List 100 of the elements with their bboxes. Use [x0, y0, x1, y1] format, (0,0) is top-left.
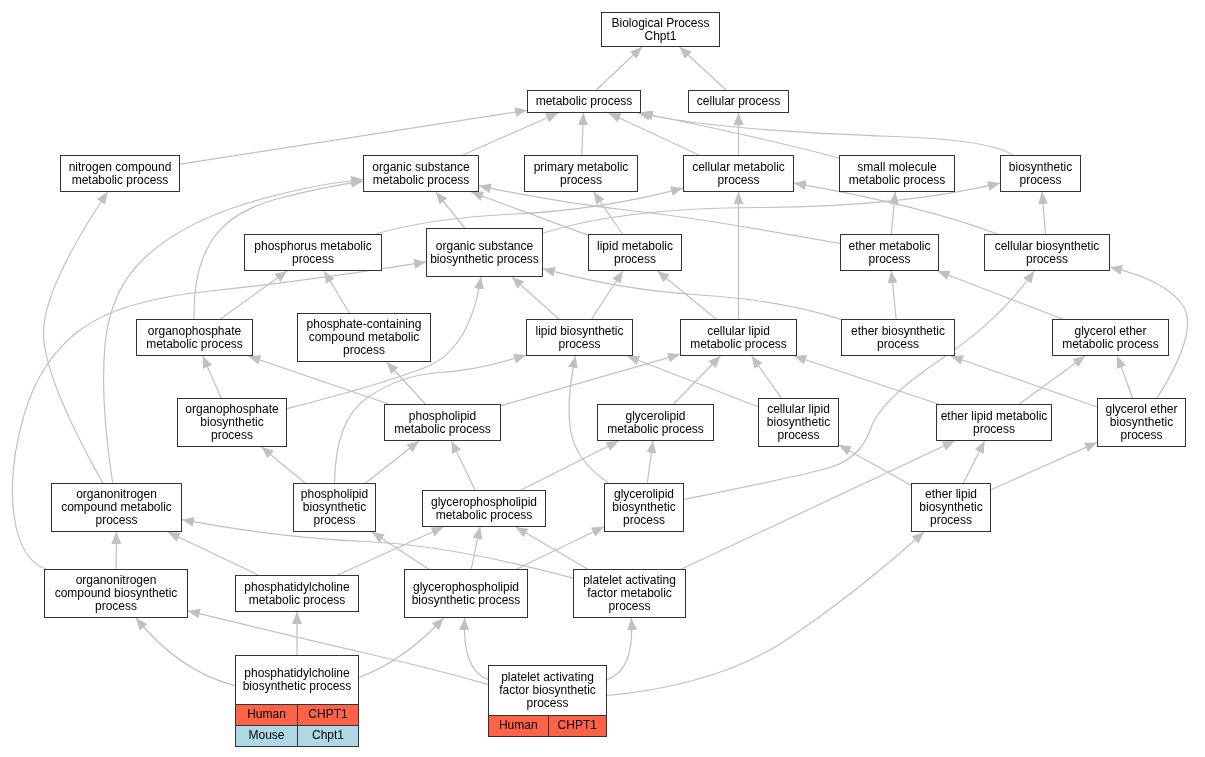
process-box: [235, 655, 359, 747]
arrow: [103, 175, 364, 484]
process-box: [601, 12, 720, 47]
process-box: [136, 319, 253, 356]
arrow: [1109, 265, 1189, 399]
process-box: [524, 155, 638, 192]
node-label: Chpt1: [644, 29, 677, 43]
arrow: [515, 526, 589, 570]
node-label: ether biosynthetic process: [849, 324, 947, 351]
process-box: [293, 483, 376, 532]
arrow: [568, 355, 609, 484]
arrow: [838, 444, 912, 486]
gene-cell: CHPT1: [297, 704, 358, 725]
arrow: [733, 112, 744, 156]
process-box: [1052, 319, 1169, 356]
arrow: [286, 276, 484, 410]
arrow: [470, 526, 483, 570]
process-box: [680, 319, 797, 356]
process-box: [840, 234, 939, 271]
node-label: biosynthetic process: [1007, 160, 1074, 187]
gene-cell: Chpt1: [297, 725, 358, 746]
node-label: phosphatidylcholine biosynthetic process: [241, 667, 353, 693]
arrow: [542, 180, 1001, 234]
arrow: [683, 270, 1035, 500]
arrow: [334, 353, 527, 484]
process-box: [758, 398, 839, 447]
node-label: ether lipid metabolic process: [940, 409, 1048, 436]
arrow: [193, 178, 364, 320]
process-box: [1000, 155, 1081, 192]
process-box: [683, 155, 794, 192]
arrow: [793, 355, 939, 405]
arrow: [42, 191, 109, 484]
process-box: [44, 569, 188, 618]
arrow: [606, 531, 925, 697]
arrow: [608, 112, 700, 156]
arrow: [937, 270, 1063, 320]
arrow: [111, 531, 122, 570]
arrow: [678, 46, 727, 91]
process-box: [688, 90, 789, 113]
species-cell: Human: [236, 704, 297, 725]
process-box: [297, 313, 431, 362]
node-label: cellular lipid metabolic process: [689, 324, 788, 351]
arrow: [260, 446, 306, 484]
arrow: [626, 355, 759, 408]
arrow: [292, 611, 302, 656]
arrow: [500, 352, 681, 407]
arrow: [516, 526, 605, 570]
process-box: [839, 155, 955, 192]
node-label: glycerolipid metabolic process: [606, 409, 705, 436]
process-box: [1097, 398, 1186, 447]
arrow: [462, 112, 559, 156]
process-box: [527, 90, 641, 113]
node-label: organophosphate biosynthetic process: [184, 403, 280, 442]
node-label: phospholipid biosynthetic process: [299, 488, 370, 527]
arrow: [358, 617, 445, 679]
node-label: glycerolipid biosynthetic process: [611, 488, 677, 527]
arrow: [511, 276, 560, 320]
arrow: [323, 270, 350, 314]
arrow: [187, 608, 489, 685]
node-label: glycerol ether biosynthetic process: [1104, 403, 1179, 442]
species-cell: Mouse: [236, 725, 297, 746]
arrow: [681, 440, 956, 570]
arrow: [167, 531, 259, 576]
arrow: [673, 355, 721, 405]
arrow: [887, 270, 898, 320]
process-box: [588, 234, 682, 271]
arrow: [435, 191, 466, 229]
node-label: lipid metabolic process: [595, 239, 674, 266]
node-label: Biological Process: [611, 16, 710, 30]
arrow: [593, 191, 623, 235]
arrow: [202, 355, 222, 399]
process-box: [244, 234, 382, 271]
arrow: [646, 440, 657, 484]
arrow: [542, 266, 842, 320]
arrow: [578, 112, 588, 156]
process-box: [422, 490, 546, 527]
arrow: [606, 617, 637, 681]
node-label: metabolic process: [535, 95, 633, 108]
node-label: cellular lipid biosynthetic process: [765, 403, 832, 442]
process-box: [597, 404, 714, 441]
arrow: [365, 440, 420, 484]
arrow: [591, 270, 624, 320]
node-label: organic substance metabolic process: [371, 160, 471, 187]
node-label: ether lipid biosynthetic process: [918, 488, 984, 527]
process-box: [235, 575, 359, 612]
process-box: [426, 228, 543, 277]
process-box: [573, 569, 686, 618]
process-box: [911, 483, 991, 532]
arrow: [520, 440, 620, 491]
arrow: [135, 617, 236, 687]
node-label: ether metabolic process: [847, 239, 932, 266]
species-cell: Human: [489, 715, 548, 736]
arrow: [247, 355, 390, 405]
node-label: organonitrogen compound metabolic process: [60, 488, 173, 527]
arrow: [962, 440, 986, 484]
node-label: cellular process: [696, 95, 781, 108]
process-box: [526, 319, 633, 356]
arrow: [470, 191, 589, 236]
arrow: [219, 270, 288, 320]
arrow: [478, 183, 841, 245]
